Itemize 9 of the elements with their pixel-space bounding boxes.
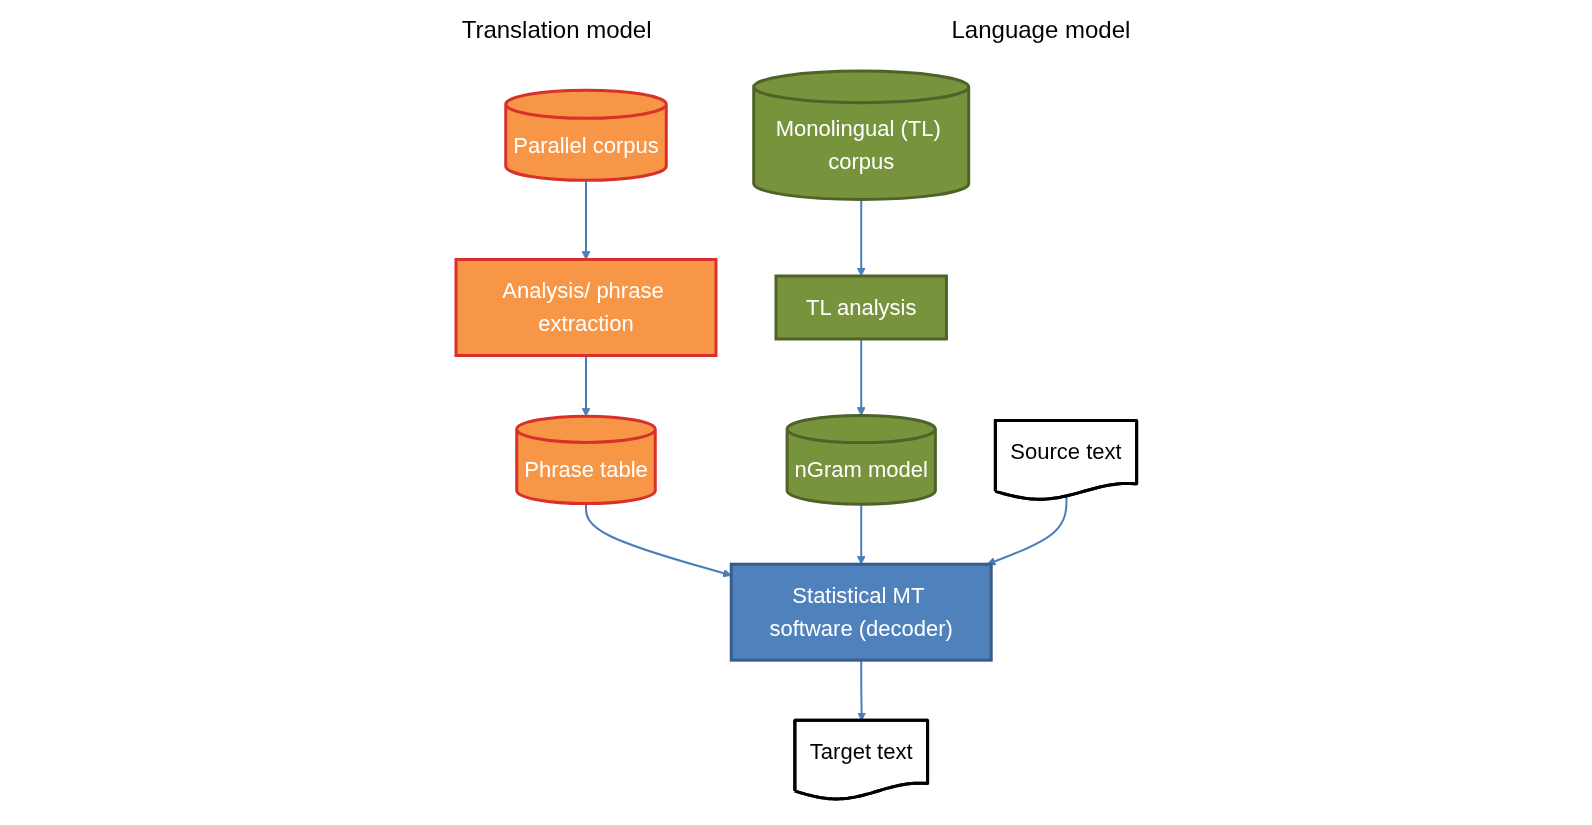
model-heading: Language model (951, 16, 1131, 44)
arrow (581, 179, 591, 260)
node-box: TL analysis (774, 274, 948, 341)
node-box: Analysis/ phrase extraction (454, 258, 718, 357)
arrow (856, 198, 866, 277)
node-box: Statistical MT software (decoder) (729, 562, 993, 662)
model-heading: Translation model (461, 16, 652, 44)
arrow (986, 495, 1068, 566)
arrow (856, 503, 866, 565)
